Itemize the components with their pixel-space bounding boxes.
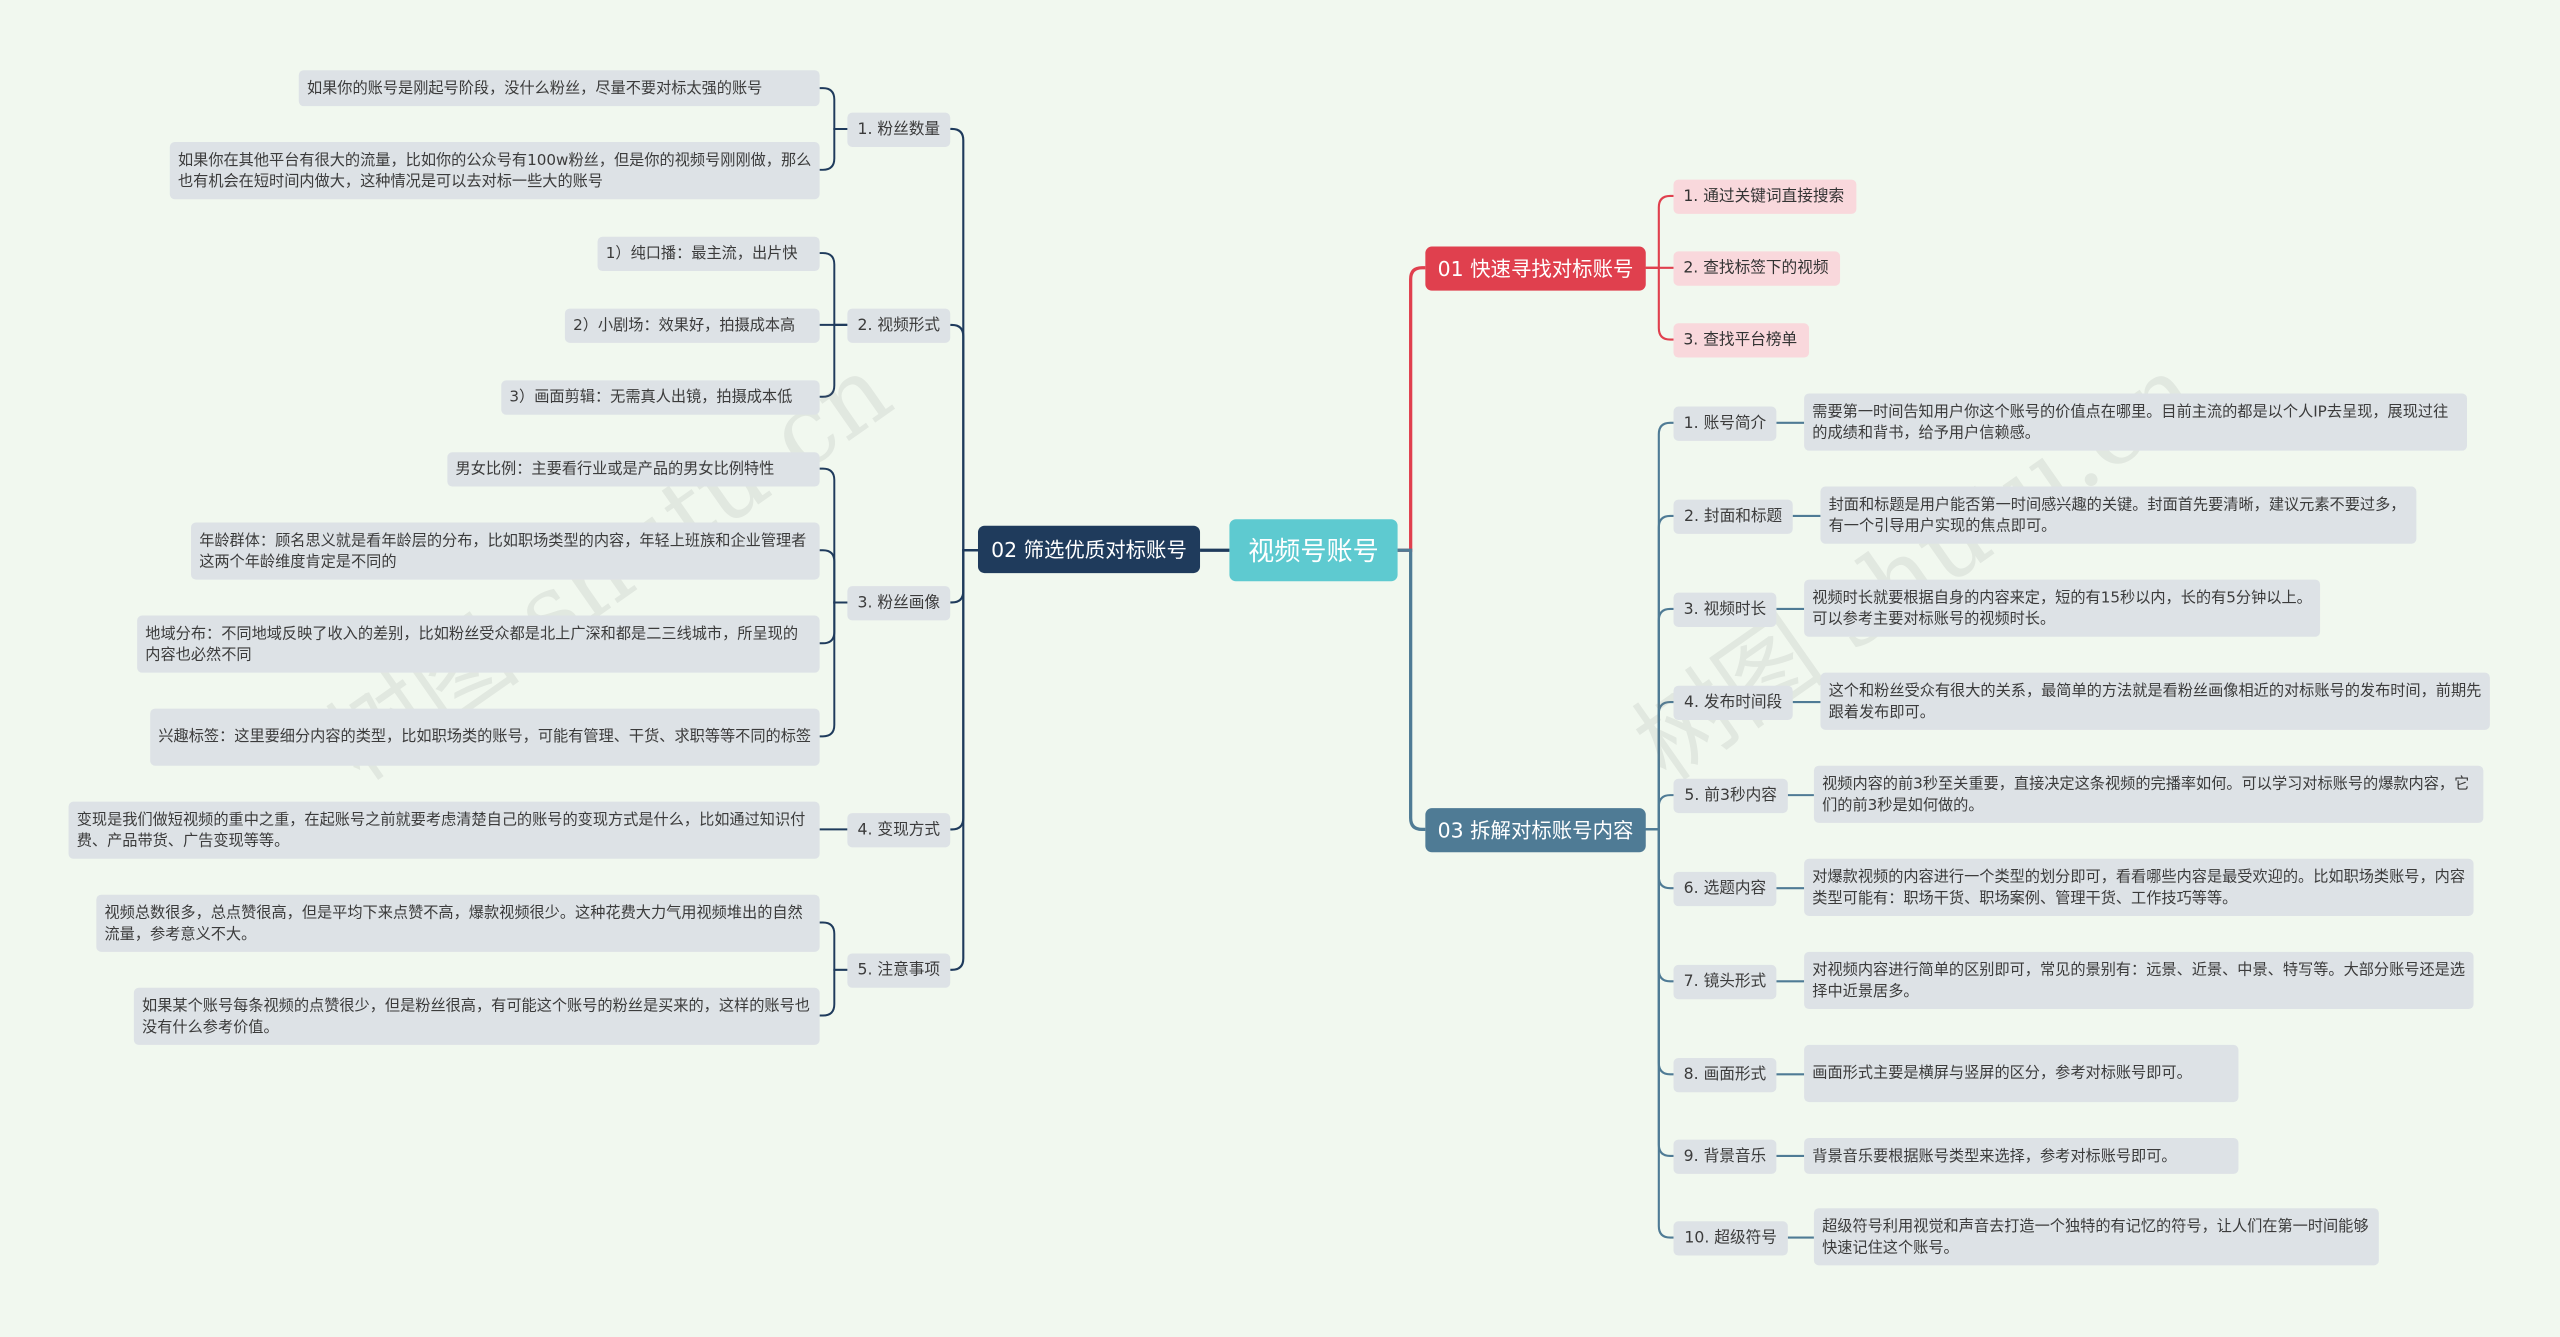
branch03-leaf: 视频时长就要根据自身的内容来定，短的有15秒以内，长的有5分钟以上。可以参考主要… <box>1804 579 2321 637</box>
connector-line <box>819 968 848 1017</box>
branch02-leaf: 如果你在其他平台有很大的流量，比如你的公众号有100w粉丝，但是你的视频号刚刚做… <box>169 142 820 200</box>
connector-line <box>1645 607 1674 831</box>
branch03-leaf: 封面和标题是用户能否第一时间感兴趣的关键。封面首先要清晰，建议元素不要过多，有一… <box>1820 486 2417 544</box>
connector-line <box>1645 514 1674 831</box>
connector-line <box>819 467 848 604</box>
branch03-sub[interactable]: 6. 选题内容 <box>1673 871 1777 907</box>
branch03-leaf: 对爆款视频的内容进行一个类型的划分即可，看看哪些内容是最受欢迎的。比如职场类账号… <box>1804 858 2474 916</box>
branch02-leaf: 视频总数很多，总点赞很高，但是平均下来点赞不高，爆款视频很少。这种花费大力气用视… <box>96 894 820 952</box>
branch02-leaf: 如果某个账号每条视频的点赞很少，但是粉丝很高，有可能这个账号的粉丝是买来的，这样… <box>133 987 820 1045</box>
branch03-sub[interactable]: 8. 画面形式 <box>1673 1057 1777 1093</box>
connector-line <box>1645 421 1674 831</box>
branch02-sub-video-format[interactable]: 2. 视频形式 <box>847 308 951 343</box>
branch02-leaf: 年龄群体：顾名思义就是看年龄层的分布，比如职场类型的内容，年轻上班族和企业管理者… <box>191 522 820 580</box>
connector-line <box>819 921 848 971</box>
connector-line <box>1645 266 1674 341</box>
branch03-sub[interactable]: 10. 超级符号 <box>1673 1221 1788 1256</box>
branch02-leaf: 兴趣标签：这里要细分内容的类型，比如职场类的账号，可能有管理、干货、求职等等不同… <box>150 708 820 766</box>
branch02-leaf: 2）小剧场：效果好，拍摄成本高 <box>564 308 820 343</box>
connector-line <box>1397 266 1426 552</box>
branch02-sub-notes[interactable]: 5. 注意事项 <box>847 953 951 988</box>
branch02-leaf: 如果你的账号是刚起号阶段，没什么粉丝，尽量不要对标太强的账号 <box>298 70 820 107</box>
center-topic[interactable]: 视频号账号 <box>1229 519 1398 582</box>
connector-line <box>1645 194 1674 269</box>
connector-line <box>819 601 848 738</box>
connector-line <box>819 549 848 604</box>
branch03-sub[interactable]: 9. 背景音乐 <box>1673 1139 1777 1174</box>
branch03-sub[interactable]: 7. 镜头形式 <box>1673 964 1777 1000</box>
branch03-leaf: 需要第一时间告知用户你这个账号的价值点在哪里。目前主流的都是以个人IP去呈现，展… <box>1804 393 2468 451</box>
branch03-sub[interactable]: 3. 视频时长 <box>1673 592 1777 627</box>
branch03-sub[interactable]: 5. 前3秒内容 <box>1673 778 1788 814</box>
branch02-leaf: 男女比例：主要看行业或是产品的男女比例特性 <box>447 452 820 487</box>
branch01-item[interactable]: 3. 查找平台榜单 <box>1673 323 1810 358</box>
branch-02[interactable]: 02 筛选优质对标账号 <box>977 525 1201 574</box>
branch02-sub-fan-profile[interactable]: 3. 粉丝画像 <box>847 586 951 621</box>
branch01-item[interactable]: 2. 查找标签下的视频 <box>1673 251 1841 286</box>
connector-line <box>1645 828 1674 1239</box>
branch03-leaf: 超级符号利用视觉和声音去打造一个独特的有记忆的符号，让人们在第一时间能够快速记住… <box>1813 1208 2379 1266</box>
connector-line <box>819 323 848 398</box>
connector-line <box>819 128 848 171</box>
branch03-leaf: 视频内容的前3秒至关重要，直接决定这条视频的完播率如何。可以学习对标账号的爆款内… <box>1813 765 2484 823</box>
branch03-leaf: 画面形式主要是横屏与竖屏的区分，参考对标账号即可。 <box>1804 1044 2239 1103</box>
branch03-sub[interactable]: 1. 账号简介 <box>1673 406 1777 441</box>
branch-01[interactable]: 01 快速寻找对标账号 <box>1425 246 1646 291</box>
branch-03[interactable]: 03 拆解对标账号内容 <box>1425 808 1646 853</box>
branch01-item[interactable]: 1. 通过关键词直接搜索 <box>1673 179 1857 214</box>
branch03-leaf: 这个和粉丝受众有很大的关系，最简单的方法就是看粉丝画像相近的对标账号的发布时间，… <box>1820 672 2490 730</box>
branch02-leaf: 地域分布：不同地域反映了收入的差别，比如粉丝受众都是北上广深和都是二三线城市，所… <box>137 615 820 673</box>
branch02-sub-fans-count[interactable]: 1. 粉丝数量 <box>847 112 951 147</box>
connector-line <box>950 323 978 552</box>
branch02-leaf: 1）纯口播：最主流，出片快 <box>597 236 820 272</box>
branch03-sub[interactable]: 4. 发布时间段 <box>1673 685 1793 721</box>
branch03-leaf: 对视频内容进行简单的区别即可，常见的景别有：远景、近景、中景、特写等。大部分账号… <box>1804 951 2474 1010</box>
connector-line <box>1645 700 1674 831</box>
branch02-sub-monetization[interactable]: 4. 变现方式 <box>847 813 951 848</box>
connector-line <box>950 127 978 552</box>
connector-line <box>950 549 978 971</box>
branch02-leaf: 3）画面剪辑：无需真人出镜，拍摄成本低 <box>501 380 820 415</box>
connector-line <box>1645 794 1674 831</box>
branch03-leaf: 背景音乐要根据账号类型来选择，参考对标账号即可。 <box>1804 1137 2239 1174</box>
branch03-sub[interactable]: 2. 封面和标题 <box>1673 499 1793 534</box>
branch02-leaf: 变现是我们做短视频的重中之重，在起账号之前就要考虑清楚自己的账号的变现方式是什么… <box>68 801 820 859</box>
connector-line <box>819 87 848 130</box>
connector-line <box>1397 548 1426 832</box>
connector-line <box>819 252 848 326</box>
